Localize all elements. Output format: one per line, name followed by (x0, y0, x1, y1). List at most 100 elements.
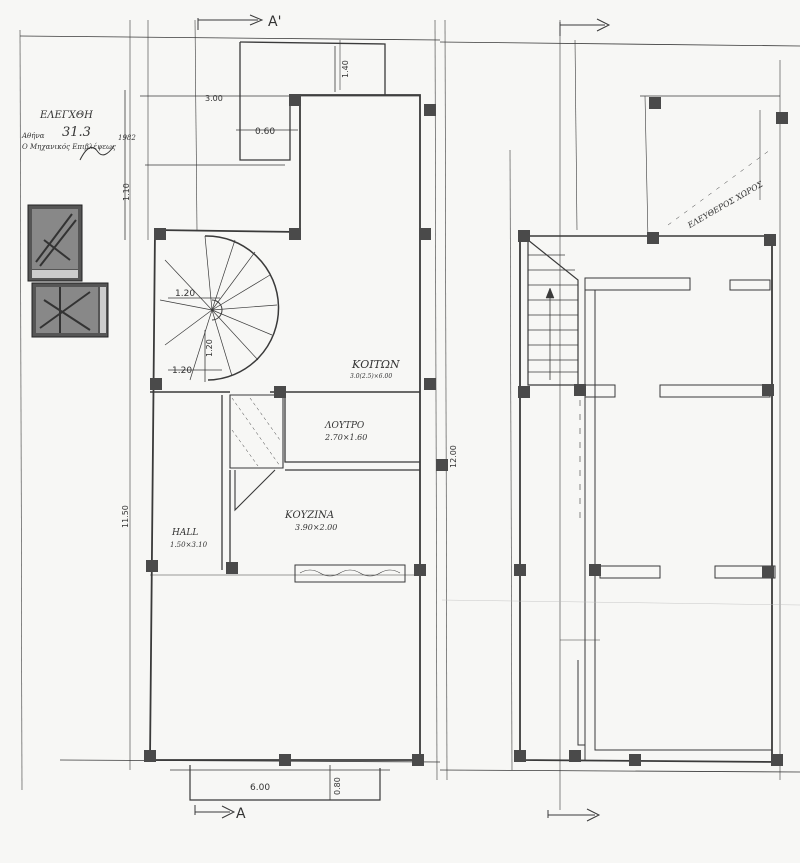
section-mark-bottom: A (236, 806, 246, 822)
guide-line (59, 759, 441, 763)
column (647, 232, 659, 244)
column (144, 750, 156, 762)
column (518, 230, 530, 242)
dim-top-width: 3.00 (205, 94, 223, 103)
column (154, 228, 166, 240)
column (589, 564, 601, 576)
column (289, 94, 301, 106)
approval-date: 31.3 (62, 125, 91, 140)
approval-title: ΕΛΕΓΧΘΗ (39, 110, 93, 121)
stair-hatching (231, 397, 281, 467)
room-name-bath: ΛΟΥΤΡΟ (324, 421, 365, 431)
section-arrow-bottom-right (547, 808, 601, 822)
section-mark-top: A' (268, 14, 281, 30)
signature (79, 145, 115, 161)
beam (729, 279, 771, 291)
column (762, 384, 774, 396)
dim-balcony-depth: 1.40 (341, 60, 350, 78)
room-size-bedroom: 3.0(2.5)×6.00 (350, 373, 392, 380)
room-size-bath: 2.70×1.60 (324, 433, 367, 442)
right-columns (514, 97, 788, 766)
dim-stair-width: 1.20 (175, 289, 195, 299)
column (414, 564, 426, 576)
column (226, 562, 238, 574)
interior-wall (577, 660, 585, 746)
column (514, 750, 526, 762)
guide-line (509, 149, 513, 771)
dim-recess: 0.60 (255, 127, 275, 137)
column (436, 459, 448, 471)
balcony-outline (239, 42, 291, 161)
section-arrow-bottom-left (194, 805, 236, 819)
column (762, 566, 774, 578)
dim-stair-landing: 1.20 (172, 366, 192, 376)
revenue-stamp-lower (31, 282, 109, 338)
guide-line (19, 35, 441, 41)
guide-line (439, 769, 800, 773)
guide-line (644, 95, 649, 241)
stair-box (229, 394, 284, 469)
guide-line (574, 39, 578, 231)
section-arrows (194, 14, 611, 822)
dim-left-total: 11.50 (121, 505, 130, 528)
section-arrow-top-left (197, 14, 264, 30)
kitchen-counter (294, 564, 406, 583)
column (274, 386, 286, 398)
approval-date-prefix: Αθήνα (21, 132, 45, 140)
free-space-guide (667, 149, 771, 226)
interior-wall (584, 290, 772, 760)
column (569, 750, 581, 762)
column (424, 378, 436, 390)
column (150, 378, 162, 390)
section-arrow-top-right (559, 18, 611, 36)
column (574, 384, 586, 396)
column (518, 386, 530, 398)
approval-signer: Ο Μηχανικός Επιβλέψεως (22, 143, 116, 151)
guide-line (194, 19, 198, 231)
guide-line (439, 41, 800, 47)
kitchen-opening (234, 469, 276, 512)
entrance-step (189, 765, 381, 801)
column (424, 104, 436, 116)
room-name-kitchen: ΚΟΥΖΙΝΑ (284, 510, 334, 521)
column (649, 97, 661, 109)
bathroom-wall (284, 395, 420, 471)
room-name-bedroom: ΚΟΙΤΩΝ (351, 358, 400, 371)
guide-line (19, 29, 23, 791)
column (776, 112, 788, 124)
left-columns (144, 94, 448, 766)
guide-line (434, 19, 438, 781)
room-size-hall: 1.50×3.10 (170, 541, 208, 549)
dim-bottom-step: 0.80 (333, 777, 342, 795)
column (412, 754, 424, 766)
column (289, 228, 301, 240)
left-floor-plan (19, 19, 448, 801)
exterior-wall (300, 94, 421, 760)
fold-line (441, 599, 800, 606)
room-size-kitchen: 3.90×2.00 (295, 523, 337, 532)
column (279, 754, 291, 766)
beam (584, 277, 691, 291)
hall-wall (221, 395, 231, 570)
room-name-hall: HALL (171, 528, 198, 538)
column (764, 234, 776, 246)
dimension-ticks (124, 46, 336, 800)
beam (714, 565, 776, 579)
exterior-wall (154, 229, 301, 233)
balcony-outline (239, 41, 386, 95)
guide-line (444, 19, 448, 781)
column (419, 228, 431, 240)
column (146, 560, 158, 572)
revenue-stamp-upper (27, 204, 83, 282)
column (771, 754, 783, 766)
stair-arrow-head (545, 287, 555, 299)
dim-right-total: 12.00 (449, 445, 458, 468)
dim-stair-run: 1.20 (205, 339, 214, 357)
column (514, 564, 526, 576)
column (629, 754, 641, 766)
counter-texture (299, 569, 401, 577)
dim-left-upper: 1.10 (122, 183, 131, 201)
